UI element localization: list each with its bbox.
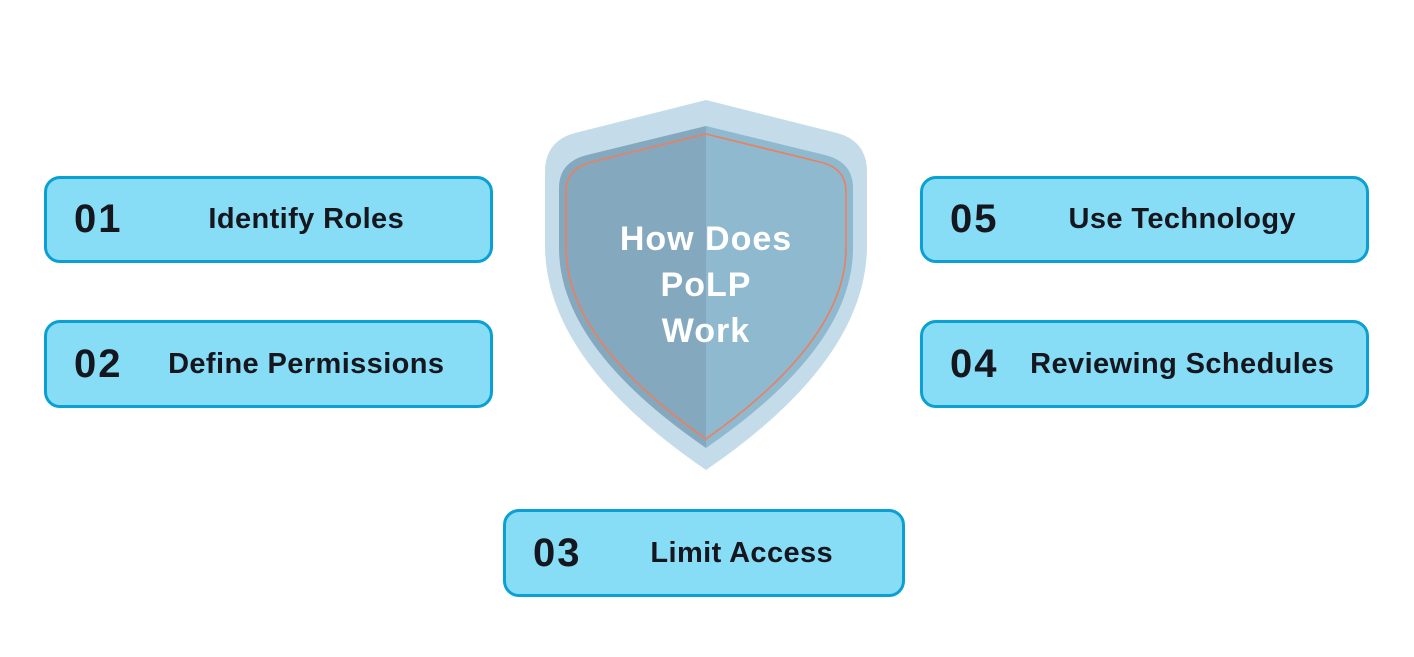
step-label: Use Technology	[1068, 203, 1296, 235]
step-box-define-permissions: 02 Define Permissions	[44, 320, 493, 408]
shield-icon	[545, 100, 867, 470]
step-number: 03	[533, 530, 582, 575]
step-number: 05	[950, 197, 999, 241]
step-label: Identify Roles	[208, 203, 405, 235]
step-number: 04	[950, 341, 999, 386]
step-number: 02	[74, 341, 123, 386]
step-box-limit-access: 03 Limit Access	[503, 509, 905, 597]
step-box-identify-roles: 01 Identify Roles	[44, 176, 493, 263]
step-label: Define Permissions	[168, 347, 445, 380]
shield-title: How Does PoLP Work	[545, 216, 867, 354]
step-box-reviewing-schedules: 04 Reviewing Schedules	[920, 320, 1369, 408]
shield-title-line-1: How Does	[619, 220, 793, 258]
step-number: 01	[74, 197, 123, 241]
step-label: Limit Access	[650, 536, 834, 569]
shield-title-line-2: PoLP	[660, 266, 752, 304]
step-box-use-technology: 05 Use Technology	[920, 176, 1369, 263]
step-label: Reviewing Schedules	[1030, 347, 1335, 380]
shield-title-line-3: Work	[661, 312, 751, 350]
